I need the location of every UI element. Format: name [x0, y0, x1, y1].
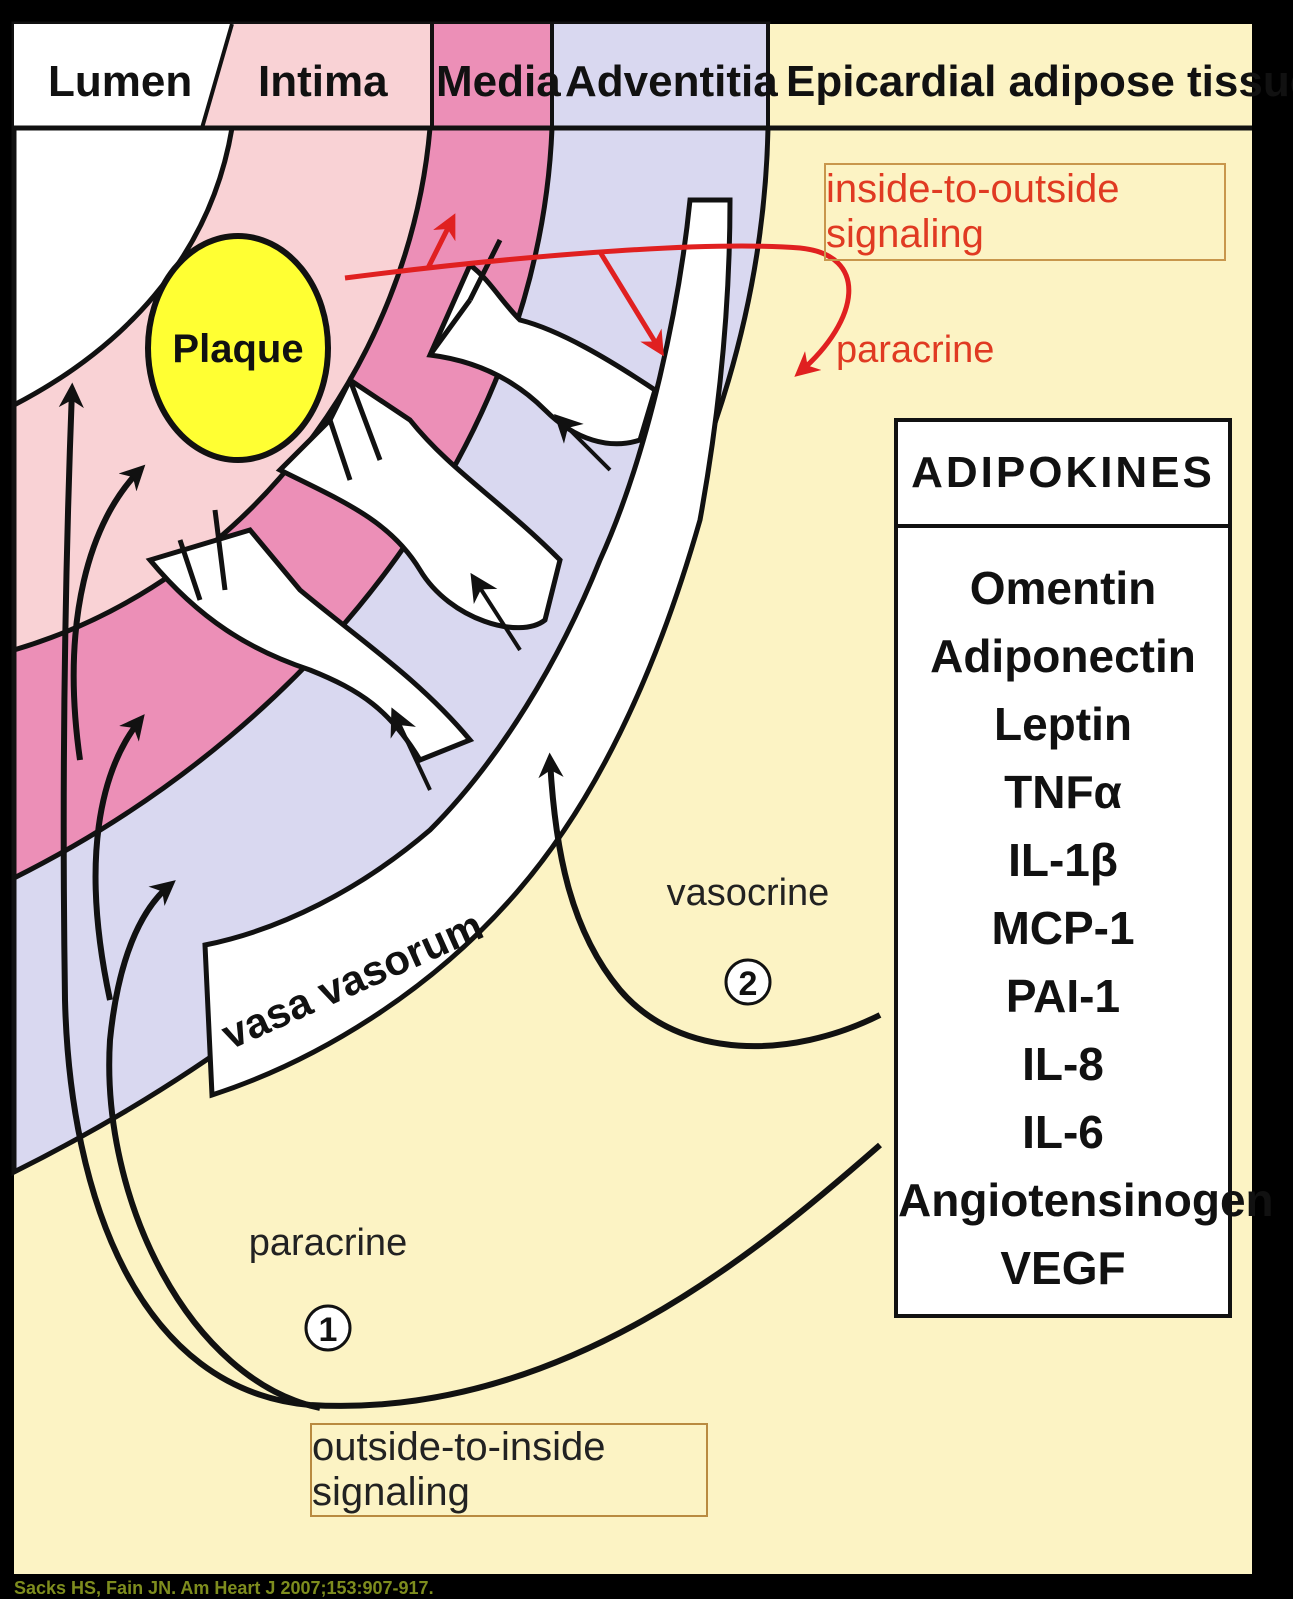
header-intima: Intima: [258, 57, 388, 106]
header-band: Lumen Intima Media Adventitia Epicardial…: [14, 24, 1293, 128]
vasocrine-label: vasocrine: [667, 872, 830, 914]
header-epicardial: Epicardial adipose tissue: [786, 57, 1293, 106]
plaque: Plaque: [148, 236, 328, 460]
header-media: Media: [436, 57, 561, 106]
outside-to-inside-signaling-label: outside-to-inside signaling: [312, 1425, 706, 1515]
plaque-label: Plaque: [172, 327, 303, 371]
adipokines-title: ADIPOKINES: [898, 422, 1228, 528]
adipokine-item: IL-6: [898, 1098, 1228, 1166]
outside-to-inside-signaling-box: outside-to-inside signaling: [310, 1423, 708, 1517]
adipokines-panel: ADIPOKINES Omentin Adiponectin Leptin TN…: [894, 418, 1232, 1318]
adipokine-item: Adiponectin: [898, 622, 1228, 690]
adipokine-item: Angiotensinogen: [898, 1166, 1228, 1234]
adipokine-item: VEGF: [898, 1234, 1228, 1302]
adipokines-list: Omentin Adiponectin Leptin TNFα IL-1β MC…: [898, 528, 1228, 1302]
adipokine-item: PAI-1: [898, 962, 1228, 1030]
adipokine-item: TNFα: [898, 758, 1228, 826]
inside-to-outside-signaling-label: inside-to-outside signaling: [826, 167, 1224, 257]
vasocrine-number: 2: [739, 965, 758, 1003]
header-lumen: Lumen: [48, 57, 192, 106]
adipokine-item: IL-8: [898, 1030, 1228, 1098]
header-adventitia: Adventitia: [565, 57, 778, 106]
paracrine-number: 1: [319, 1311, 338, 1349]
adipokine-item: MCP-1: [898, 894, 1228, 962]
paracrine-bottom-label: paracrine: [249, 1222, 407, 1264]
adipokine-item: Omentin: [898, 554, 1228, 622]
paracrine-top-label: paracrine: [836, 329, 994, 371]
adipokine-item: IL-1β: [898, 826, 1228, 894]
citation: Sacks HS, Fain JN. Am Heart J 2007;153:9…: [14, 1578, 434, 1599]
inside-to-outside-signaling-box: inside-to-outside signaling: [824, 163, 1226, 261]
adipokine-item: Leptin: [898, 690, 1228, 758]
